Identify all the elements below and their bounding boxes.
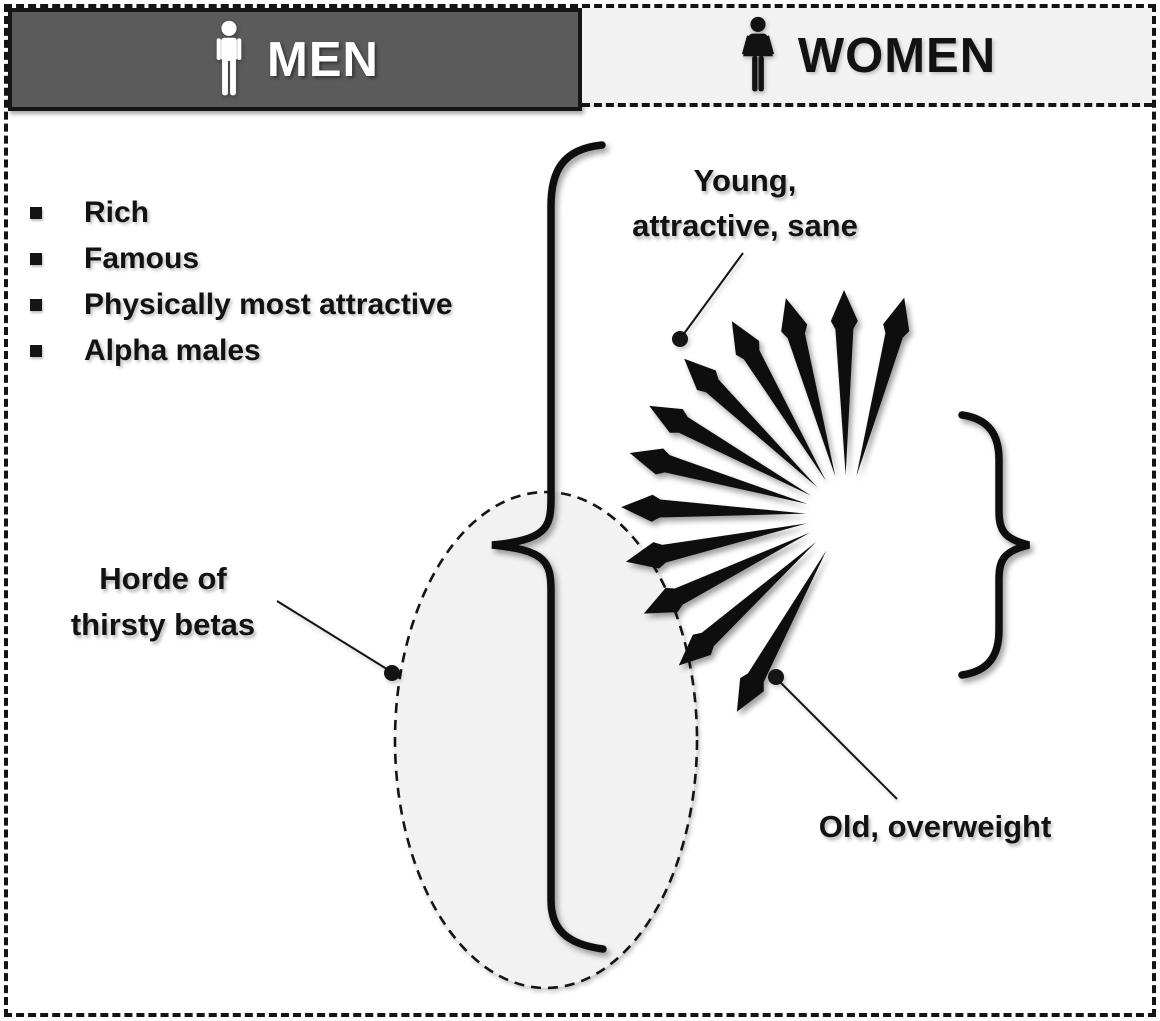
old-leader [768,669,898,800]
fan-arrow [643,532,811,614]
fan-arrow [621,494,807,522]
list-item: Alpha males [30,328,453,374]
young-attractive-sane-label: Young, attractive, sane [610,158,880,248]
horde-ellipse [393,490,699,990]
men-header: MEN [8,8,582,111]
fan-arrow [678,541,817,666]
horde-label-line1: Horde of [99,561,227,596]
fan-arrow [625,523,807,569]
women-header: WOMEN [582,8,1152,107]
horde-of-thirsty-betas-label: Horde of thirsty betas [38,556,288,648]
fan-arrow [856,297,910,477]
list-item: Physically most attractive [30,282,453,328]
fan-arrow [830,290,858,476]
man-icon [216,20,242,96]
young-leader [672,252,744,347]
young-leader-line [682,252,744,336]
fan-arrow [781,298,836,477]
list-item: Rich [30,190,453,236]
fan-arrow [731,321,826,481]
square-bullet-icon [30,253,42,265]
square-bullet-icon [30,345,42,357]
fan-arrow [629,448,808,504]
horde-leader-dot [384,665,400,681]
square-bullet-icon [30,299,42,311]
women-header-label: WOMEN [797,28,997,83]
old-leader-dot [768,669,784,685]
young-label-line2: attractive, sane [632,208,858,243]
old-overweight-arrow [736,549,827,712]
young-label-line1: Young, [693,163,797,198]
attention-fan [621,290,910,712]
left-curly-brace [491,141,607,953]
list-item: Famous [30,236,453,282]
trait-label: Physically most attractive [84,288,453,321]
trait-label: Famous [84,242,200,275]
horde-label-line2: thirsty betas [70,607,256,642]
right-curly-brace [958,411,1030,679]
woman-icon [741,16,774,92]
men-traits-list: Rich Famous Physically most attractive A… [30,190,453,374]
fan-arrow [684,358,818,488]
trait-label: Alpha males [84,334,261,367]
old-overweight-label: Old, overweight [818,809,1052,844]
fan-arrow [649,405,812,496]
men-header-label: MEN [267,32,379,87]
horde-leader-line [276,600,391,672]
trait-label: Rich [84,196,150,229]
square-bullet-icon [30,207,42,219]
old-leader-line [777,679,898,800]
horde-leader [276,600,400,681]
young-leader-dot [672,331,688,347]
